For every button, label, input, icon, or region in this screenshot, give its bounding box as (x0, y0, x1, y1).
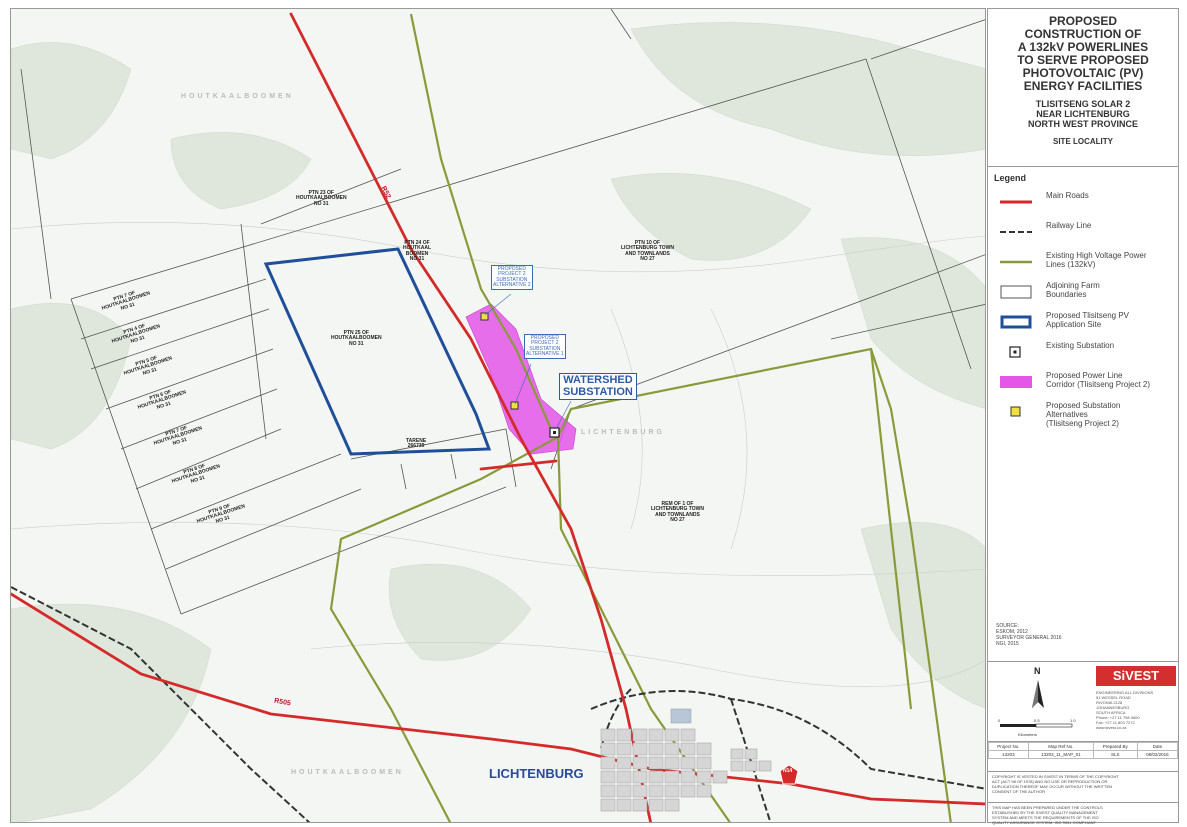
road-label-n14: N14 (783, 768, 793, 774)
legend-item-corridor: Proposed Power Line Corridor (Tlisitseng… (994, 369, 1172, 399)
farm-boundaries (20, 9, 985, 615)
map-graphics (11, 9, 985, 822)
scale-tick-0: 0 (998, 718, 1001, 723)
map-locality: SITE LOCALITY (1053, 137, 1113, 146)
existing-substation-marker[interactable] (549, 427, 560, 438)
callout-substation-alternative-1[interactable]: PROPOSED PROJECT 2 SUBSTATION ALTERNATIV… (524, 334, 566, 359)
substation-icon (1009, 346, 1021, 358)
legend-label: Proposed Power Line Corridor (Tlisitseng… (1046, 371, 1151, 389)
town-grid (600, 708, 772, 812)
pv-application-site[interactable] (263, 247, 492, 456)
scale-tick-1: 0.5 (1034, 718, 1040, 723)
table-cell: 08/02/2016 (1136, 750, 1179, 759)
map-canvas[interactable]: HOUTKAALBOOMEN HOUTKAALBOOMEN LICHTENBUR… (10, 8, 986, 823)
legend-item-powerline: Existing High Voltage Power Lines (132kV… (994, 249, 1172, 279)
legend-label: Proposed Tlisitseng PV Application Site (1046, 311, 1130, 329)
legend-item-substation-alternatives: Proposed Substation Alternatives (Tlisit… (994, 399, 1172, 439)
table-cell: 13203 (988, 750, 1029, 759)
source-note: SOURCE: ESKOM, 2012 SURVEYOR GENERAL 201… (996, 623, 1062, 647)
faded-label-houtkaalboomen: HOUTKAALBOOMEN (181, 93, 294, 100)
map-title: PROPOSED CONSTRUCTION OF A 132kV POWERLI… (1017, 14, 1149, 93)
railway-icon (1000, 231, 1032, 233)
route-shield (779, 764, 799, 785)
farm-label: PTN 24 OF HOUTKAAL BOOMEN NO 31 (403, 240, 432, 262)
farm-label: PTN 23 OF HOUTKAALBOOMEN NO 31 (296, 190, 347, 207)
north-label: N (1034, 666, 1041, 676)
main-road-icon (1000, 200, 1032, 204)
copyright-note: COPYRIGHT IS VESTED IN SIVEST IN TERMS O… (988, 771, 1178, 796)
power-line-corridor[interactable] (465, 303, 577, 455)
faded-label-houtkaalboomen-south: HOUTKAALBOOMEN (291, 769, 404, 776)
legend-label: Adjoining Farm Boundaries (1046, 281, 1100, 299)
company-logo: SiVEST (1096, 666, 1176, 686)
corridor-icon (1000, 376, 1032, 388)
north-scale-block: N 0 0.5 1.0 Kilometers SiVEST ENGINEERIN… (988, 661, 1178, 742)
watershed-substation-label[interactable]: WATERSHED SUBSTATION (559, 373, 637, 401)
table-header: Map Ref No. (1027, 742, 1094, 751)
scale-bar (1000, 723, 1073, 728)
lichtenburg-town-label[interactable]: LICHTENBURG (489, 766, 584, 781)
substation-alternative-icon (1010, 406, 1021, 417)
powerline-icon (1000, 260, 1032, 264)
quality-note: THIS MAP HAS BEEN PREPARED UNDER THE CON… (988, 802, 1178, 827)
scale-tick-2: 1.0 (1070, 718, 1076, 723)
legend-item-substation: Existing Substation (994, 339, 1172, 369)
farm-label: PTN 10 OF LICHTENBURG TOWN AND TOWNLANDS… (621, 240, 674, 262)
legend-label: Existing Substation (1046, 341, 1115, 350)
farm-boundary-icon (1000, 285, 1032, 299)
farm-label: REM OF 1 OF LICHTENBURG TOWN AND TOWNLAN… (651, 501, 704, 523)
farm-label: TARENE 266739 (406, 438, 427, 450)
project-info-table: Project No. Map Ref No. Prepared By Date… (988, 741, 1179, 759)
faded-label-lichtenburg: LICHTENBURG (581, 429, 665, 436)
table-cell: SLS (1092, 750, 1138, 759)
contour-lines (11, 222, 985, 688)
vegetation-patches (11, 22, 985, 822)
table-header: Date (1136, 742, 1179, 751)
legend-label: Proposed Substation Alternatives (Tlisit… (1046, 401, 1121, 428)
north-arrow-icon (1032, 680, 1044, 708)
pv-site-icon (1000, 315, 1032, 329)
substation-alternative-markers[interactable] (480, 312, 519, 410)
legend-label: Main Roads (1046, 191, 1089, 200)
legend-label: Railway Line (1046, 221, 1092, 230)
legend-item-main-roads: Main Roads (994, 189, 1172, 219)
legend-label: Existing High Voltage Power Lines (132kV… (1046, 251, 1147, 269)
legend-item-farm: Adjoining Farm Boundaries (994, 279, 1172, 309)
title-block: PROPOSED CONSTRUCTION OF A 132kV POWERLI… (988, 9, 1178, 167)
legend-item-site: Proposed Tlisitseng PV Application Site (994, 309, 1172, 339)
farm-label: PTN 25 OF HOUTKAALBOOMEN NO 31 (331, 330, 382, 347)
map-info-panel: PROPOSED CONSTRUCTION OF A 132kV POWERLI… (987, 8, 1179, 825)
company-details: ENGINEERING ALL DIVISIONS 51 WESSEL ROAD… (1096, 690, 1154, 730)
callout-substation-alternative-2[interactable]: PROPOSED PROJECT 2 SUBSTATION ALTERNATIV… (491, 265, 533, 290)
map-subtitle: TLISITSENG SOLAR 2 NEAR LICHTENBURG NORT… (1027, 99, 1138, 129)
table-cell: 13203_11_MAP_01 (1027, 750, 1094, 759)
legend-item-railway: Railway Line (994, 219, 1172, 249)
table-header: Prepared By (1092, 742, 1138, 751)
scale-unit: Kilometers (1018, 732, 1037, 737)
legend-heading: Legend (994, 173, 1027, 183)
table-header: Project No. (988, 742, 1029, 751)
callout-leaders (484, 293, 572, 430)
legend: Legend Main Roads Railway Line Existing … (988, 167, 1178, 445)
